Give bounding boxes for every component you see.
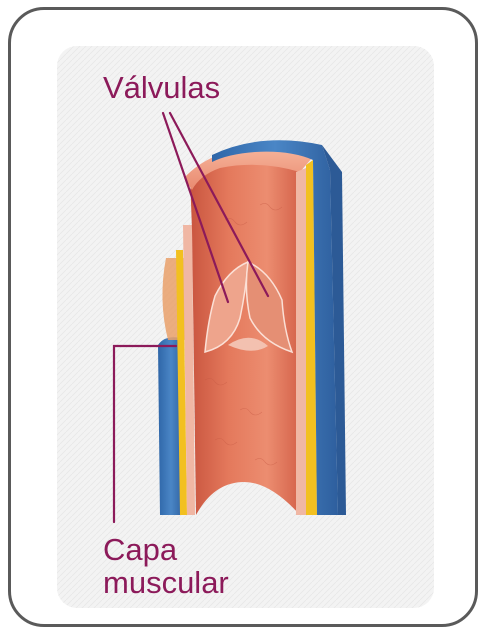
muscle-layer-label-line-1: Capa [103, 533, 229, 566]
valves-label: Válvulas [103, 72, 220, 105]
muscle-layer-label-line-2: muscular [103, 566, 229, 599]
muscle-layer-label: Capa muscular [103, 533, 229, 599]
vein-inner-wall-right [296, 168, 306, 515]
